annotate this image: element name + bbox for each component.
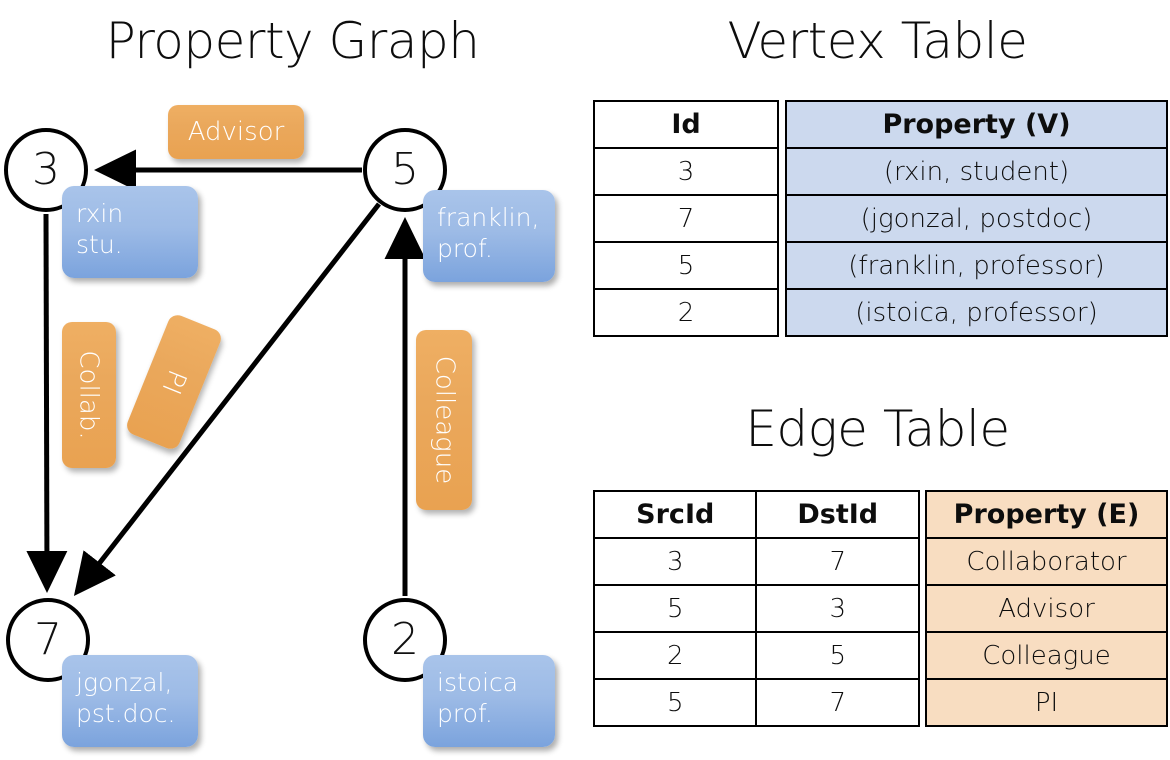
- table-row[interactable]: (istoica, professor): [785, 288, 1168, 337]
- edge-table-header-srcid: SrcId: [592, 490, 758, 539]
- vertex-property-box-5: franklin, prof.: [423, 190, 555, 282]
- edge-table-header-property: Property (E): [925, 490, 1168, 539]
- edge-dst-cell: 7: [755, 537, 920, 586]
- edge-src-cell: 5: [592, 678, 758, 727]
- edge-property-cell: PI: [925, 678, 1168, 727]
- table-row[interactable]: (franklin, professor): [785, 241, 1168, 290]
- edge-table-header-dstid: DstId: [755, 490, 920, 539]
- table-row[interactable]: Colleague: [925, 631, 1168, 680]
- vertex-id-cell: 3: [593, 147, 779, 196]
- edge-line-3-to-7: [26, 213, 68, 593]
- edge-dst-cell: 5: [755, 631, 920, 680]
- edge-dst-cell: 7: [755, 678, 920, 727]
- vertex-table-header-property: Property (V): [785, 100, 1168, 149]
- vertex-table-header-id: Id: [593, 100, 779, 149]
- table-row[interactable]: 3 7: [592, 537, 920, 586]
- edge-label-pi-text: PI: [155, 365, 193, 399]
- edge-src-cell: 5: [592, 584, 758, 633]
- edge-table-property-column: Property (E) Collaborator Advisor Collea…: [925, 490, 1168, 727]
- edge-line-5-to-7: [73, 202, 381, 596]
- edge-property-cell: Collaborator: [925, 537, 1168, 586]
- vertex-property-box-3: rxin stu.: [62, 186, 198, 278]
- table-row[interactable]: (jgonzal, postdoc): [785, 194, 1168, 243]
- edge-label-advisor-text: Advisor: [187, 117, 285, 147]
- property-graph-diagram: 3 5 7 2 rxin stu. franklin, prof. jgonza…: [4, 105, 555, 747]
- graph-edge-lines: [26, 149, 426, 596]
- table-row[interactable]: (rxin, student): [785, 147, 1168, 196]
- table-row[interactable]: 3: [593, 147, 779, 196]
- table-row[interactable]: 5: [593, 241, 779, 290]
- vertex-property-cell: (istoica, professor): [785, 288, 1168, 337]
- table-header-row: SrcId DstId: [592, 490, 920, 539]
- edge-src-cell: 3: [592, 537, 758, 586]
- vertex-property-box-7: jgonzal, pst.doc.: [62, 655, 198, 747]
- table-row[interactable]: Collaborator: [925, 537, 1168, 586]
- table-header-row: Id: [593, 100, 779, 149]
- edge-property-cell: Advisor: [925, 584, 1168, 633]
- table-header-row: Property (V): [785, 100, 1168, 149]
- graph-vertex-2[interactable]: 2: [363, 598, 447, 682]
- edge-src-cell: 2: [592, 631, 758, 680]
- table-header-row: Property (E): [925, 490, 1168, 539]
- edge-label-collab: Collab.: [62, 322, 116, 468]
- page-title-property-graph: Property Graph: [105, 12, 480, 70]
- table-row[interactable]: 5 3: [592, 584, 920, 633]
- edge-table-id-columns: SrcId DstId 3 7 5 3 2 5 5 7: [592, 490, 920, 727]
- page-title-vertex-table: Vertex Table: [727, 12, 1028, 70]
- table-row[interactable]: 2 5: [592, 631, 920, 680]
- vertex-property-cell: (jgonzal, postdoc): [785, 194, 1168, 243]
- graph-vertex-5[interactable]: 5: [363, 128, 447, 212]
- edge-dst-cell: 3: [755, 584, 920, 633]
- page-title-edge-table: Edge Table: [745, 400, 1010, 458]
- vertex-property-box-2: istoica prof.: [423, 655, 555, 747]
- table-row[interactable]: PI: [925, 678, 1168, 727]
- vertex-id-cell: 7: [593, 194, 779, 243]
- table-row[interactable]: 5 7: [592, 678, 920, 727]
- table-row[interactable]: Advisor: [925, 584, 1168, 633]
- edge-label-colleague-text: Colleague: [429, 355, 460, 485]
- edge-label-collab-text: Collab.: [74, 350, 104, 440]
- table-row[interactable]: 2: [593, 288, 779, 337]
- edge-label-advisor: Advisor: [168, 105, 304, 159]
- edge-label-colleague: Colleague: [416, 330, 472, 510]
- vertex-table-id-column: Id 3 7 5 2: [593, 100, 779, 337]
- vertex-id-cell: 2: [593, 288, 779, 337]
- table-row[interactable]: 7: [593, 194, 779, 243]
- vertex-table-property-column: Property (V) (rxin, student) (jgonzal, p…: [785, 100, 1168, 337]
- vertex-property-cell: (rxin, student): [785, 147, 1168, 196]
- vertex-id-cell: 5: [593, 241, 779, 290]
- vertex-property-cell: (franklin, professor): [785, 241, 1168, 290]
- edge-property-cell: Colleague: [925, 631, 1168, 680]
